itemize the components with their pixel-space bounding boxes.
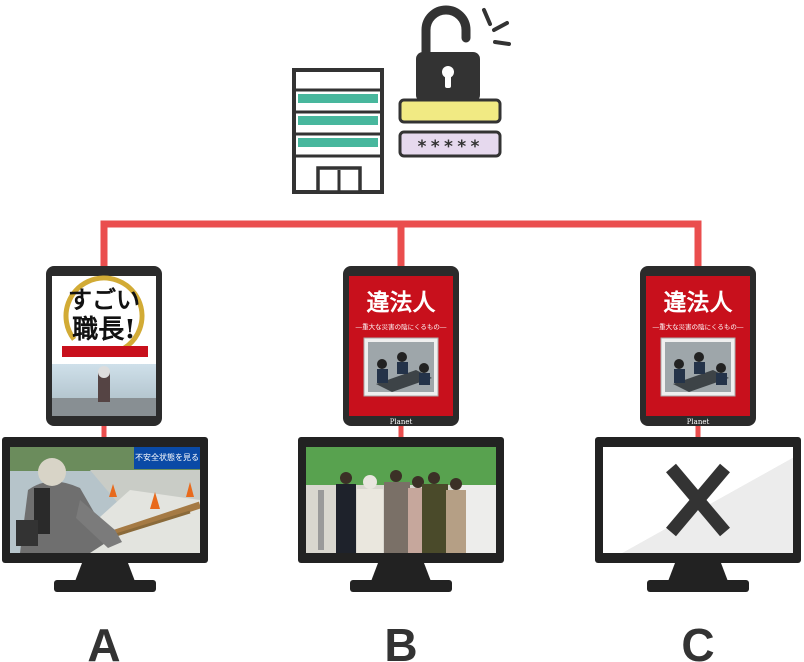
unlocked-padlock-icon — [416, 5, 511, 102]
tablet-c-footer: Planet — [687, 418, 710, 426]
tablet-b: 違法人 ―重大な災害の陰にくるもの― Planet — [343, 266, 459, 426]
client-c-label: C — [681, 619, 714, 662]
tablet-a-banner — [62, 346, 148, 357]
server-icon — [292, 68, 384, 194]
tablet-c-title: 違法人 — [664, 289, 734, 316]
monitor-b — [298, 437, 504, 592]
monitor-c — [595, 437, 801, 592]
tablet-a-title-line2: 職長! — [72, 315, 135, 345]
construction-site-video: 不安全状態を見る — [10, 447, 200, 553]
monitor-a: 不安全状態を見る — [2, 437, 208, 592]
client-b-label: B — [384, 619, 417, 662]
client-a-label: A — [87, 619, 120, 662]
username-field — [398, 98, 502, 124]
tablet-c-subtitle: ―重大な災害の陰にくるもの― — [653, 322, 744, 331]
tablet-b-title: 違法人 — [367, 289, 437, 316]
client-b: 違法人 ―重大な災害の陰にくるもの― Planet — [298, 266, 504, 662]
monitor-a-caption: 不安全状態を見る — [135, 452, 199, 462]
client-a: すごい 職長! — [2, 266, 208, 662]
password-field — [398, 130, 502, 158]
tablet-c: 違法人 ―重大な災害の陰にくるもの― Planet — [640, 266, 756, 426]
tablet-a-title-line1: すごい — [68, 285, 140, 314]
blocked-x-icon — [666, 463, 730, 537]
client-c: 違法人 ―重大な災害の陰にくるもの― Planet C — [595, 266, 801, 662]
tablet-b-subtitle: ―重大な災害の陰にくるもの― — [356, 322, 447, 331]
inspection-scene-video — [306, 447, 496, 553]
tablet-b-footer: Planet — [390, 418, 413, 426]
password-mask: ***** — [417, 137, 483, 157]
tablet-a: すごい 職長! — [46, 266, 162, 426]
